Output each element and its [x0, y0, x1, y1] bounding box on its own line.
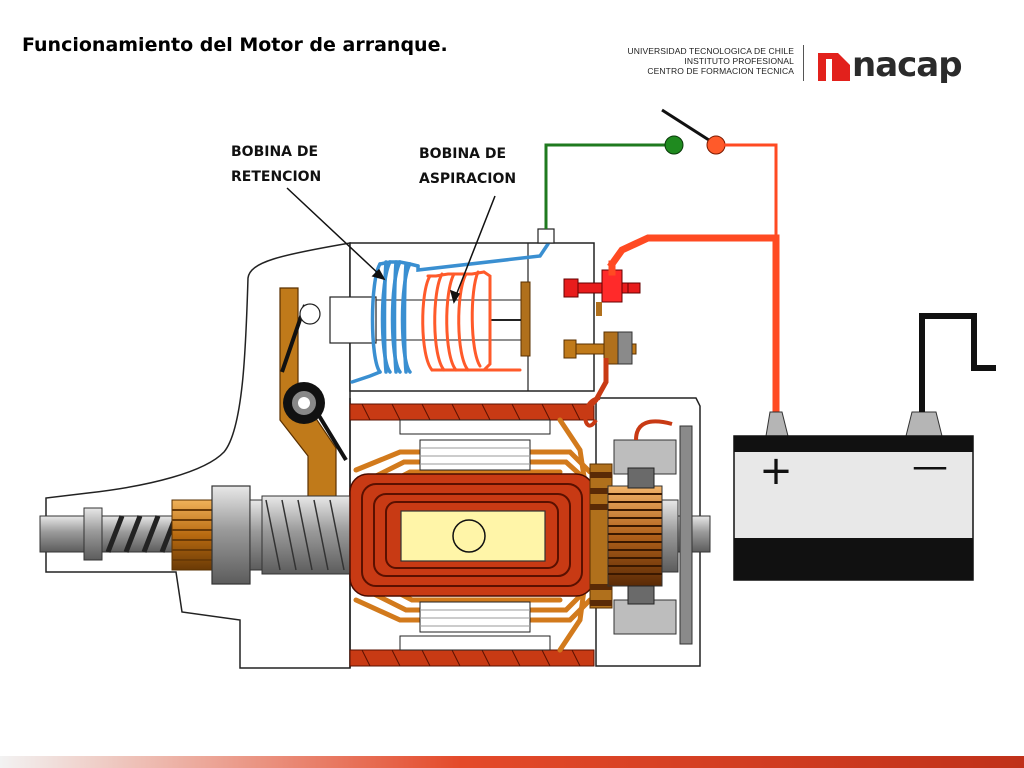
overrunning-clutch	[211, 485, 353, 585]
motor-feed-wire	[582, 358, 609, 414]
terminal-bolt-red	[563, 269, 641, 303]
retention-coil	[350, 242, 550, 384]
slide-title: Funcionamiento del Motor de arranque.	[22, 34, 448, 56]
pull-in-coil	[421, 270, 522, 372]
institution-line-2: INSTITUTO PROFESIONAL	[684, 56, 794, 66]
fork-lever	[279, 287, 348, 515]
battery-negative-sign: —	[912, 446, 948, 487]
pinion-gear	[171, 499, 213, 571]
commutator	[589, 425, 693, 645]
plunger	[329, 296, 377, 344]
battery-positive-terminal	[765, 411, 789, 437]
label-pull-in-coil-line-1: BOBINA DE	[419, 146, 507, 162]
label-pull-in-coil-line-2: ASPIRACION	[419, 171, 517, 187]
institution-line-3: CENTRO DE FORMACION TECNICA	[647, 66, 794, 76]
end-plate	[679, 425, 693, 645]
logo-divider	[803, 45, 804, 81]
logo-text: nacap	[852, 45, 963, 85]
institution-line-1: UNIVERSIDAD TECNOLOGICA DE CHILE	[627, 46, 794, 56]
terminal-bolt-bronze	[563, 331, 637, 365]
armature-core	[400, 510, 546, 562]
label-pull-in-coil: BOBINA DE ASPIRACION	[419, 142, 516, 192]
label-retention-coil-line-1: BOBINA DE	[231, 144, 319, 160]
battery	[733, 313, 996, 581]
institution-name: UNIVERSIDAD TECNOLOGICA DE CHILE INSTITU…	[596, 46, 794, 76]
battery-negative-terminal	[905, 411, 943, 437]
battery-positive-sign: +	[759, 448, 793, 494]
ignition-switch	[661, 108, 726, 155]
solenoid	[329, 228, 641, 392]
inacap-logo: nacap	[818, 45, 963, 85]
switch-wire	[544, 143, 672, 229]
brushes	[583, 396, 677, 635]
armature	[349, 473, 595, 597]
ground-wire	[919, 313, 996, 412]
label-retention-coil: BOBINA DE RETENCION	[231, 140, 321, 190]
footer-bar	[0, 756, 1024, 768]
label-arrows	[286, 187, 496, 304]
field-frame	[349, 403, 595, 667]
logo-mark-icon	[818, 53, 850, 81]
positive-wire	[607, 143, 780, 416]
contact-disc	[520, 281, 531, 357]
label-retention-coil-line-2: RETENCION	[231, 169, 322, 185]
